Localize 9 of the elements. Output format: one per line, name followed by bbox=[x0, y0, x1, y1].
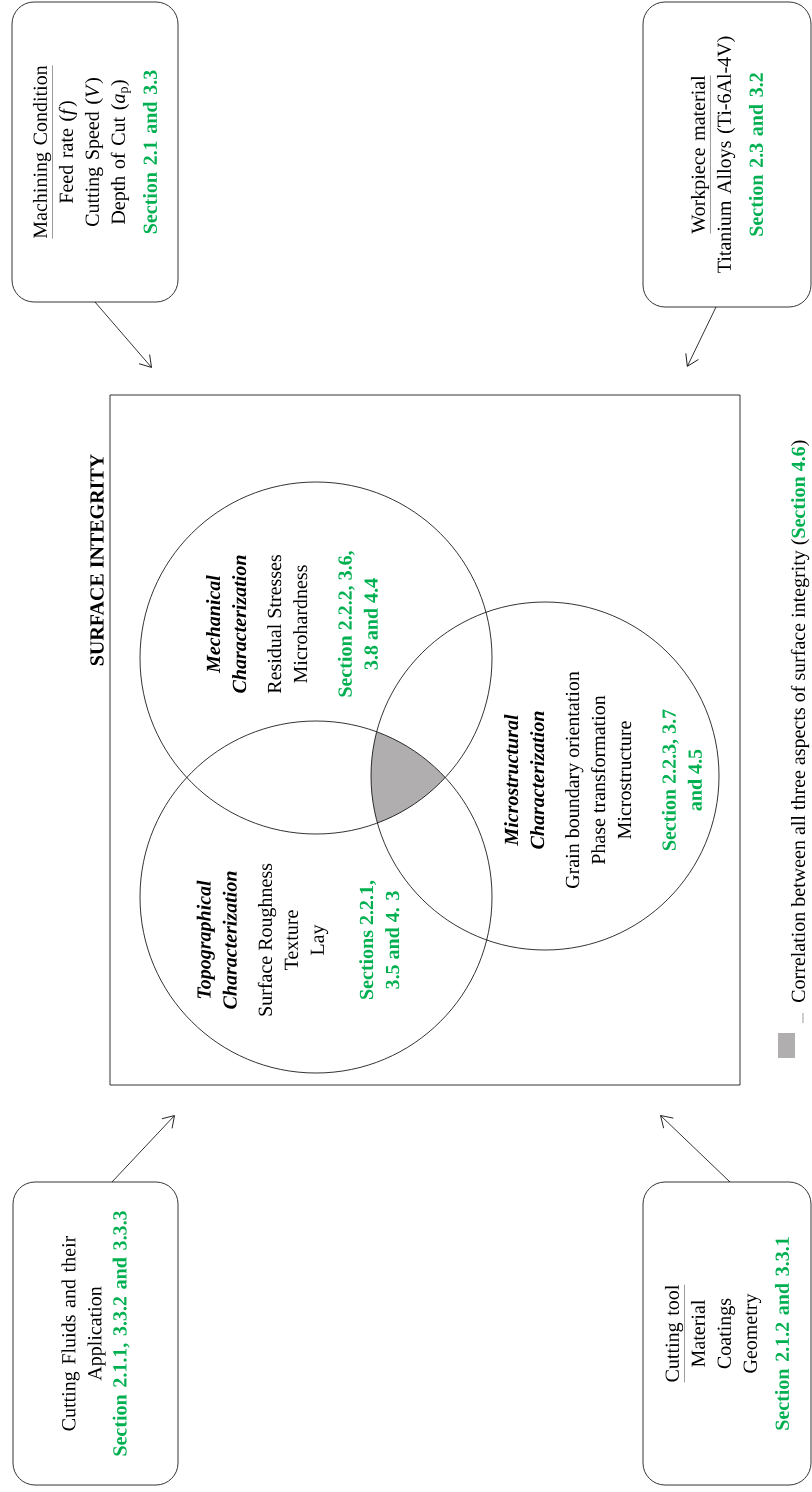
rounded-box: Cutting tool Material Coatings Geometry Section 2.1.2 and 3.3.1 bbox=[642, 1181, 812, 1486]
arrow bbox=[94, 301, 152, 368]
rounded-box: Workpiece material Titanium Alloys (Ti-6Al-4V) Section 2.3 and 3.2 bbox=[642, 1, 812, 308]
arrow bbox=[111, 1115, 175, 1183]
legend-text: Correlation between all three aspects of surface integrity (Section 4.6) bbox=[790, 440, 810, 1002]
arrow bbox=[685, 306, 717, 367]
arrow bbox=[660, 1115, 731, 1183]
node-label: SURFACE INTEGRITY bbox=[90, 454, 104, 666]
rounded-box: Cutting Fluids and their Application Section 2.1.1, 3.3.2 and 3.3.3 bbox=[12, 1181, 179, 1486]
